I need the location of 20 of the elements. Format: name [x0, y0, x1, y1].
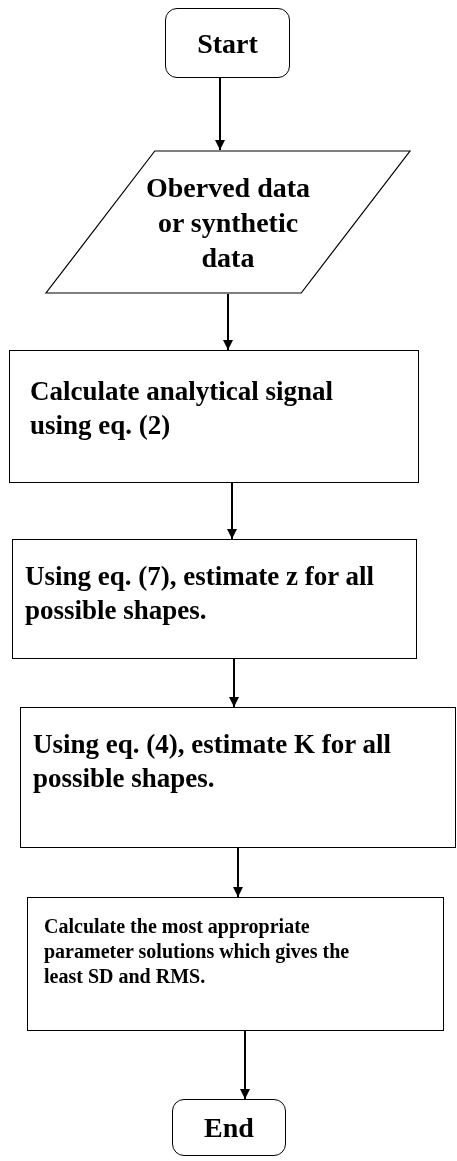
- node-label: Oberved data or synthetic data: [145, 170, 311, 275]
- data-parallelogram: [45, 150, 411, 294]
- process-box: [27, 897, 444, 1031]
- node-label: Start: [197, 26, 258, 61]
- arrow: [227, 482, 237, 540]
- node-label: Calculate the most appropriate parameter solutions which gives the least SD and RMS.: [44, 914, 351, 989]
- node-label: Using eq. (4), estimate K for all possible shapes.: [33, 728, 392, 795]
- process-box: [12, 539, 417, 659]
- process-box: [20, 707, 456, 848]
- node-label: Calculate analytical signal using eq. (2): [30, 375, 334, 442]
- node-label: Using eq. (7), estimate z for all possible shapes.: [25, 560, 375, 627]
- node-label: End: [204, 1111, 254, 1145]
- arrow: [240, 1030, 250, 1100]
- arrow: [233, 847, 243, 898]
- arrow: [223, 293, 233, 351]
- arrow: [215, 77, 225, 151]
- end-terminal: [172, 1099, 286, 1156]
- process-box: [9, 350, 419, 483]
- arrow: [229, 658, 239, 708]
- start-terminal: [165, 8, 290, 78]
